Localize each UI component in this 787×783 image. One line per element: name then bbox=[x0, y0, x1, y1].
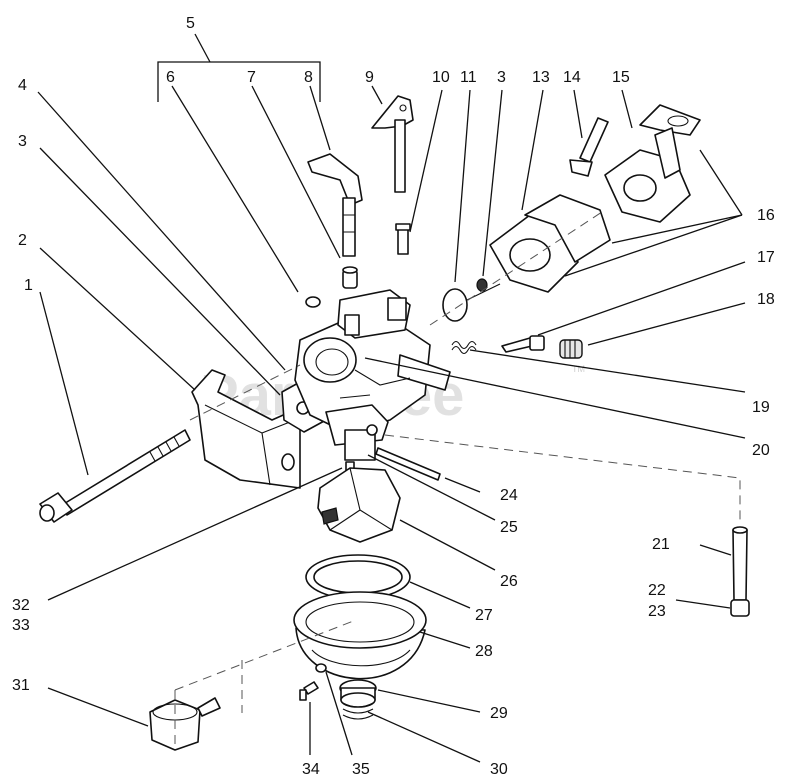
callout-32: 32 bbox=[12, 597, 30, 614]
part-9-throttle-lever bbox=[371, 95, 414, 193]
callout-18: 18 bbox=[757, 291, 775, 308]
part-15-flange bbox=[604, 104, 701, 223]
callout-21: 21 bbox=[652, 536, 670, 553]
leader-lines bbox=[37, 85, 746, 763]
callout-1: 1 bbox=[24, 277, 33, 294]
part-19-spring bbox=[451, 340, 477, 355]
callout-13: 13 bbox=[532, 69, 550, 86]
callout-16: 16 bbox=[757, 207, 775, 224]
callout-25: 25 bbox=[500, 519, 518, 536]
part-21-tube bbox=[732, 526, 748, 601]
part-31-clip bbox=[149, 697, 221, 751]
callout-28: 28 bbox=[475, 643, 493, 660]
callout-27: 27 bbox=[475, 607, 493, 624]
callout-26: 26 bbox=[500, 573, 518, 590]
part-11-throttle-plate bbox=[442, 283, 501, 322]
alignment-line-bowl bbox=[174, 619, 357, 750]
callout-33: 33 bbox=[12, 617, 30, 634]
part-17-needle bbox=[501, 335, 545, 353]
part-35-washer bbox=[315, 663, 327, 673]
callout-17: 17 bbox=[757, 249, 775, 266]
part-34-screw bbox=[299, 681, 319, 701]
callout-5: 5 bbox=[186, 15, 195, 32]
callout-7: 7 bbox=[247, 69, 256, 86]
callout-4: 4 bbox=[18, 77, 27, 94]
callout-31: 31 bbox=[12, 677, 30, 694]
callout-11: 11 bbox=[460, 69, 477, 86]
part-3-small-gasket bbox=[476, 278, 488, 292]
part-24-pin bbox=[375, 447, 441, 481]
callout-19: 19 bbox=[752, 399, 770, 416]
callout-6: 6 bbox=[166, 69, 175, 86]
callout-2: 2 bbox=[18, 232, 27, 249]
part-2-bracket bbox=[191, 369, 301, 489]
callout-24: 24 bbox=[500, 487, 518, 504]
callout-9: 9 bbox=[365, 69, 374, 86]
leader-5 bbox=[194, 33, 211, 63]
callout-20: 20 bbox=[752, 442, 770, 459]
watermark-trademark: TM bbox=[572, 364, 585, 374]
part-13-spacer bbox=[489, 194, 611, 293]
callout-8: 8 bbox=[304, 69, 313, 86]
part-10-screw bbox=[395, 223, 411, 255]
callout-15: 15 bbox=[612, 69, 630, 86]
callout-35: 35 bbox=[352, 761, 370, 778]
bracket-5 bbox=[157, 61, 321, 102]
callout-30: 30 bbox=[490, 761, 508, 778]
alignment-line-flange bbox=[429, 209, 606, 326]
part-22-nut bbox=[730, 599, 750, 617]
part-27-o-ring bbox=[305, 554, 411, 600]
callout-3-right: 3 bbox=[497, 69, 506, 86]
callout-29: 29 bbox=[490, 705, 508, 722]
callout-34: 34 bbox=[302, 761, 320, 778]
callout-23: 23 bbox=[648, 603, 666, 620]
part-30-spring bbox=[342, 702, 374, 720]
part-18-cap bbox=[559, 339, 583, 359]
part-28-float-bowl bbox=[293, 591, 427, 680]
part-1-bolt bbox=[39, 429, 191, 523]
part-29-bowl-nut bbox=[339, 679, 377, 708]
alignment-line-bolt bbox=[189, 364, 301, 421]
part-7-seal bbox=[342, 266, 358, 289]
part-6-washer bbox=[305, 296, 321, 308]
part-26-float bbox=[317, 467, 401, 543]
carburetor-body bbox=[294, 289, 451, 461]
callout-14: 14 bbox=[563, 69, 581, 86]
callout-10: 10 bbox=[432, 69, 450, 86]
callout-22: 22 bbox=[648, 582, 666, 599]
part-8-choke-lever bbox=[307, 153, 363, 257]
part-14-screw bbox=[569, 117, 609, 177]
callout-3-left: 3 bbox=[18, 133, 27, 150]
